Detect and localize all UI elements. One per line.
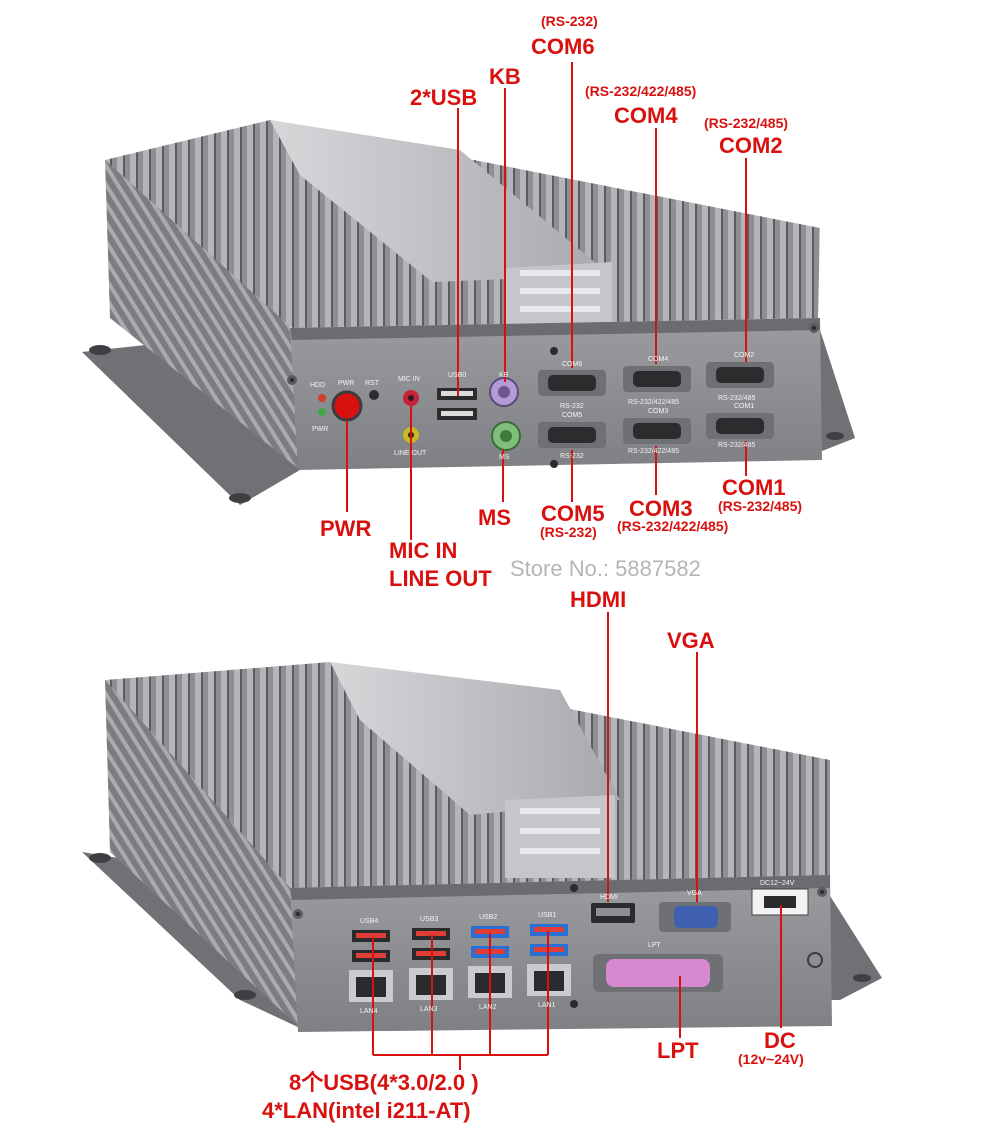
pwr-led (318, 408, 326, 416)
mounting-flange-right (812, 330, 855, 455)
silk-com4: COM4 (648, 356, 669, 363)
dc-label: DC (764, 1028, 796, 1053)
silk-pwr2: PWR (312, 426, 329, 433)
silk-lan4: LAN4 (360, 1008, 378, 1015)
com5-label: COM5 (541, 501, 605, 526)
silk-rs232-b: RS-232 (560, 453, 584, 460)
silk-rs-d: RS-232/485 (718, 442, 756, 449)
silk-vga: VGA (687, 890, 702, 897)
silk-dc: DC12~24V (760, 880, 795, 887)
hdd-led (318, 394, 326, 402)
com1-label: COM1 (722, 475, 786, 500)
silk-line-out: LINE OUT (394, 450, 427, 457)
line-out-label: LINE OUT (389, 566, 492, 591)
power-button-shape (331, 390, 363, 422)
silk-rs-b: RS-232/422/485 (628, 448, 679, 455)
ground-icon (807, 952, 823, 968)
com2-label: COM2 (719, 133, 783, 158)
lpt-label: LPT (657, 1038, 699, 1063)
com5-spec: (RS-232) (540, 524, 597, 540)
com4-spec: (RS-232/422/485) (585, 83, 697, 99)
bottom-usb-ports (352, 924, 568, 962)
lan-total-label: 4*LAN(intel i211-AT) (262, 1098, 471, 1123)
mounting-flange-right-b (820, 880, 882, 1000)
bottom-unit (82, 612, 882, 1070)
silk-com5: COM5 (562, 412, 583, 419)
bottom-cover-plate (330, 662, 620, 815)
com3-spec: (RS-232/422/485) (617, 518, 729, 534)
silk-rst: RST (365, 380, 379, 387)
com2-spec: (RS-232/485) (704, 115, 789, 131)
silk-rs-a: RS-232/422/485 (628, 399, 679, 406)
vga-port-shape (674, 906, 718, 928)
silk-hdd: HDD (310, 382, 326, 389)
silk-usb1: USB1 (538, 912, 557, 919)
silk-pwr: PWR (338, 380, 355, 387)
ms-label: MS (478, 505, 511, 530)
dc-spec: (12v~24V) (738, 1051, 804, 1067)
silk-rs-c: RS-232/485 (718, 395, 756, 402)
silk-usb4: USB4 (360, 918, 379, 925)
silk-com6: COM6 (562, 361, 583, 368)
com6-label: COM6 (531, 34, 595, 59)
silk-rs232-a: RS-232 (560, 403, 584, 410)
vga-label: VGA (667, 628, 715, 653)
top-cover-plate (270, 120, 610, 282)
silk-kb: KB (499, 372, 509, 379)
silk-lpt: LPT (648, 942, 661, 949)
silk-ms: MS (499, 454, 510, 461)
top-unit (82, 62, 855, 540)
hdmi-label: HDMI (570, 587, 627, 612)
silk-lan1: LAN1 (538, 1002, 556, 1009)
pwr-label: PWR (320, 516, 372, 541)
silk-usb3: USB3 (420, 916, 439, 923)
top-callout-lines (346, 62, 747, 540)
bottom-callout-lines (372, 612, 782, 1070)
com4-label: COM4 (614, 103, 678, 128)
silk-hdmi: HDMI (600, 894, 618, 901)
usb-total-label: 8个USB(4*3.0/2.0 ) (289, 1070, 479, 1095)
com1-spec: (RS-232/485) (718, 498, 803, 514)
silk-lan3: LAN3 (420, 1006, 438, 1013)
silk-mic-in: MIC IN (398, 376, 420, 383)
usb-label: 2*USB (410, 85, 478, 110)
silk-usb0: USB0 (448, 372, 467, 379)
kb-label: KB (489, 64, 521, 89)
com3-label: COM3 (629, 496, 693, 521)
top-com-ports (538, 362, 774, 448)
silk-lan2: LAN2 (479, 1004, 497, 1011)
silk-com3: COM3 (648, 408, 669, 415)
mic-in-label: MIC IN (389, 538, 458, 563)
silk-usb2: USB2 (479, 914, 498, 921)
silk-com1: COM1 (734, 403, 755, 410)
com6-spec: (RS-232) (541, 13, 598, 29)
reset-button-shape (369, 390, 379, 400)
store-watermark: Store No.: 5887582 (510, 556, 701, 581)
lpt-port-shape (606, 959, 710, 987)
silk-com2: COM2 (734, 352, 755, 359)
